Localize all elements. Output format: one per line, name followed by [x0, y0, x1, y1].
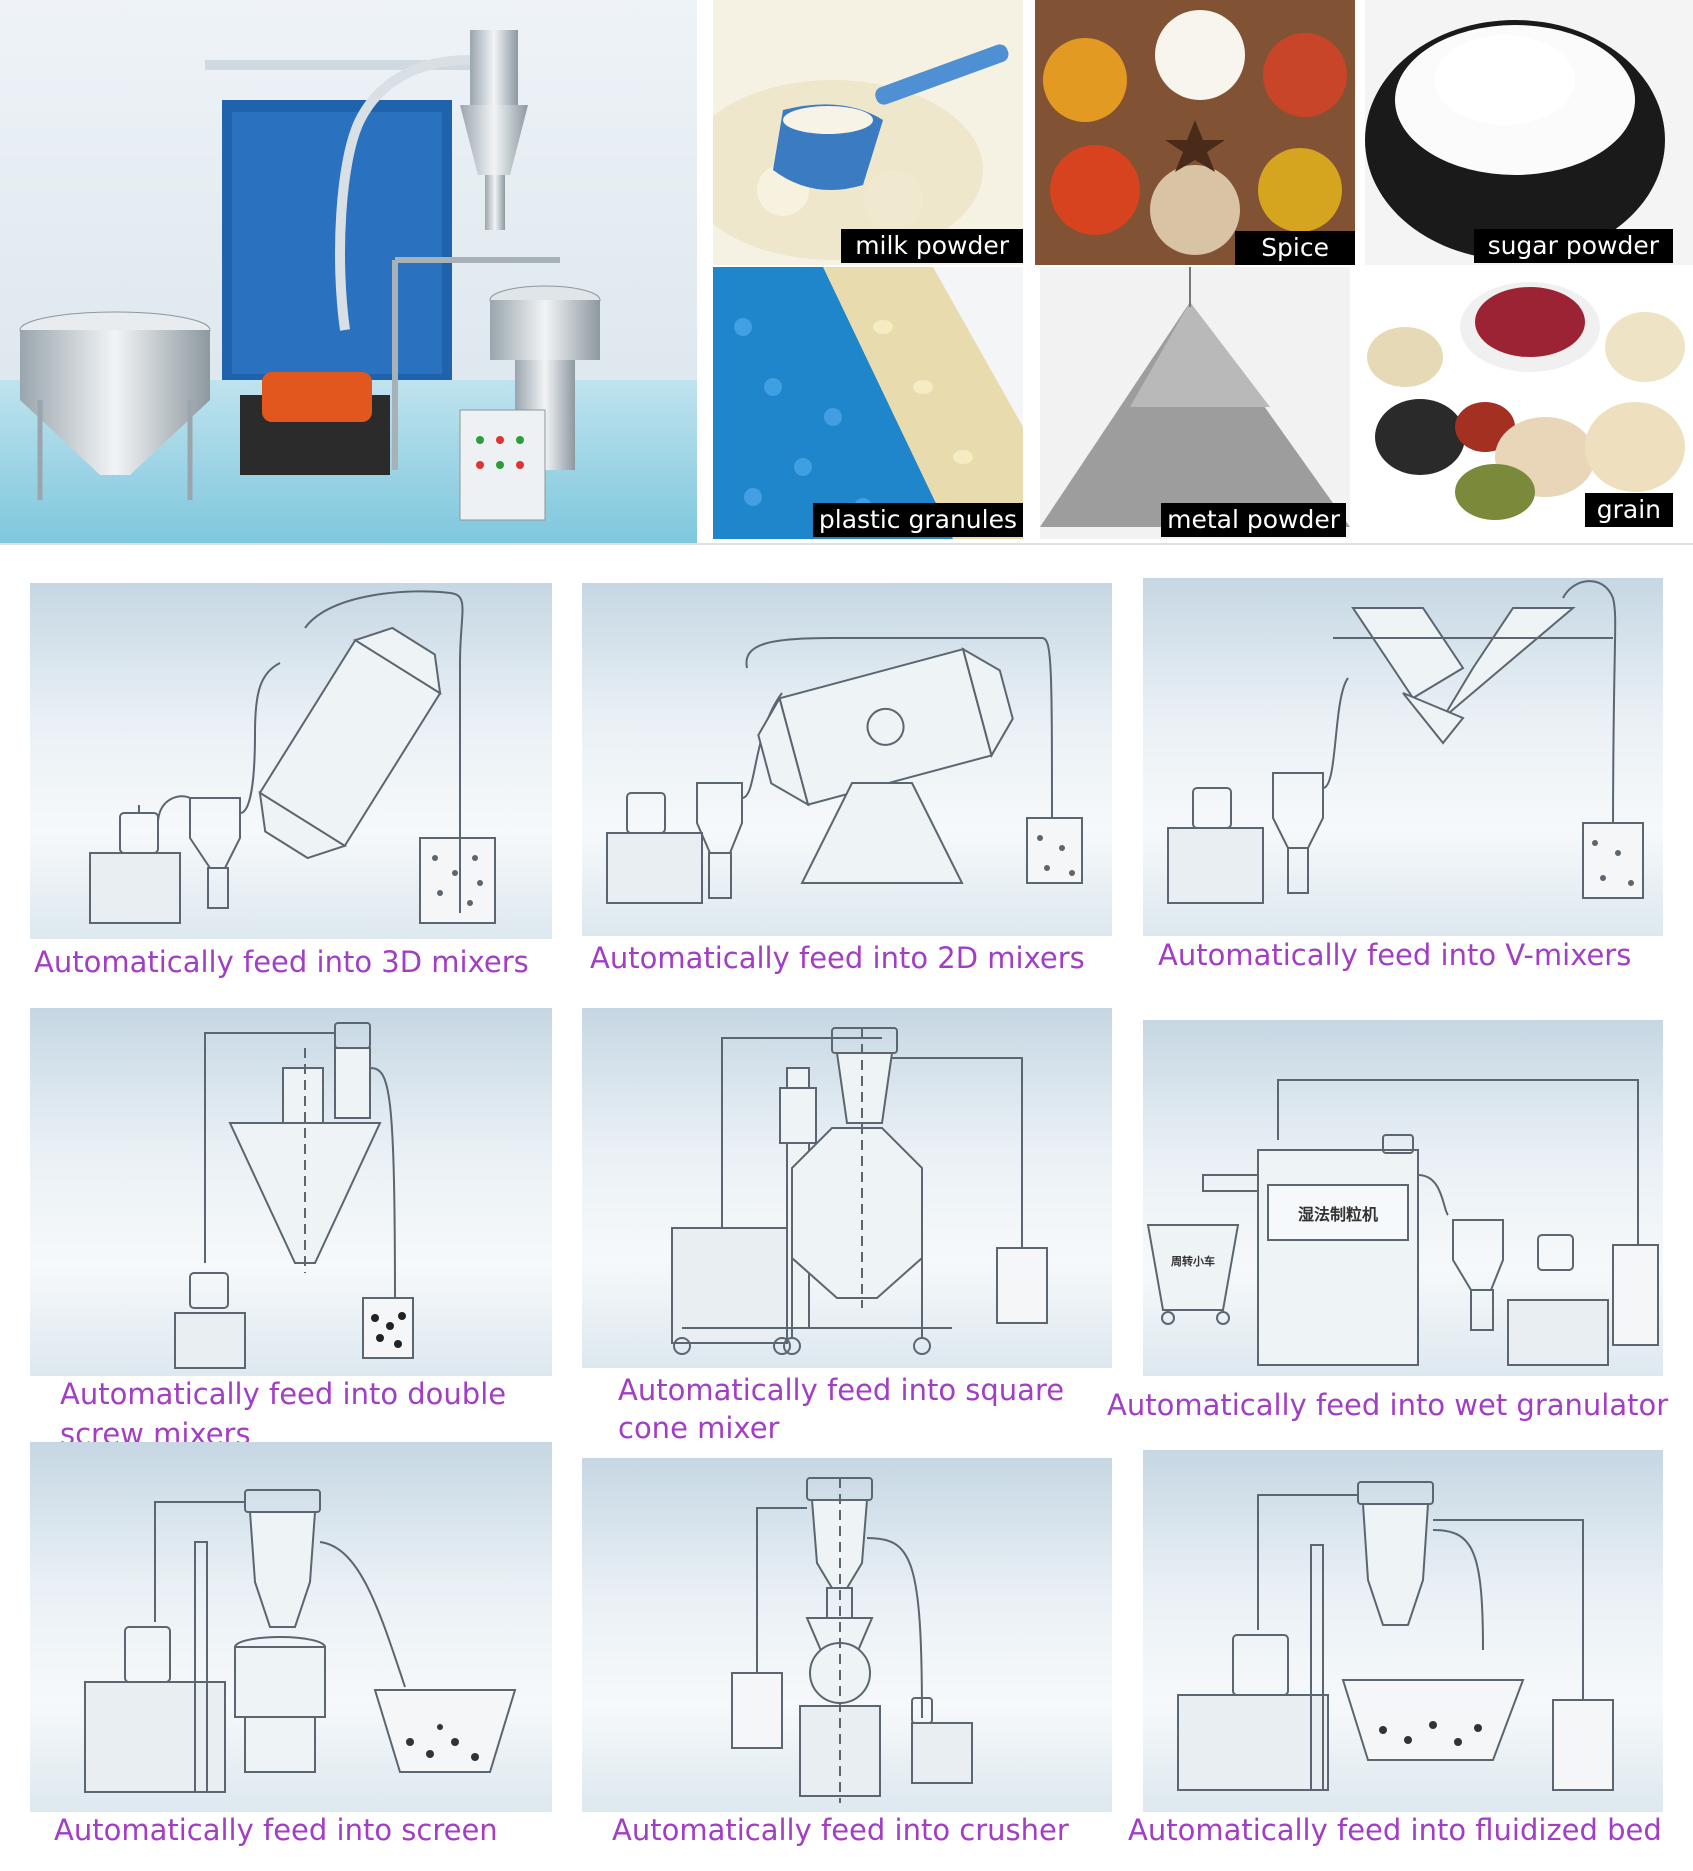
- diagram-wet-granulator: 湿法制粒机 周转小车: [1143, 1020, 1663, 1376]
- grain-photo: grain: [1365, 267, 1693, 539]
- milk-powder-photo: milk powder: [713, 0, 1023, 265]
- factory-photo: [0, 0, 697, 543]
- photo-caption: grain: [1584, 493, 1673, 527]
- plastic-granules-photo: plastic granules: [713, 267, 1023, 539]
- diagram-2d-mixer: [582, 583, 1112, 936]
- application-label: Automatically feed into V-mixers: [1158, 938, 1632, 972]
- application-label: Automatically feed into 3D mixers: [34, 945, 529, 979]
- photo-caption: metal powder: [1161, 503, 1346, 537]
- diagram-v-mixer: [1143, 578, 1663, 936]
- application-label: Automatically feed into square cone mixe…: [618, 1373, 1065, 1445]
- diagram-crusher: [582, 1458, 1112, 1812]
- sugar-powder-photo: sugar powder: [1365, 0, 1693, 265]
- photo-caption: sugar powder: [1473, 229, 1673, 263]
- granulator-nameplate: 湿法制粒机: [1297, 1205, 1378, 1224]
- diagram-screen: [30, 1442, 552, 1812]
- application-label: Automatically feed into crusher: [612, 1813, 1069, 1847]
- cart-nameplate: 周转小车: [1171, 1254, 1215, 1268]
- diagram-3d-mixer: [30, 583, 552, 939]
- application-label: Automatically feed into wet granulator: [1107, 1388, 1669, 1422]
- application-label: Automatically feed into 2D mixers: [590, 941, 1085, 975]
- spice-photo: Spice: [1035, 0, 1355, 265]
- photo-caption: Spice: [1235, 231, 1355, 265]
- photo-caption: plastic granules: [812, 503, 1023, 537]
- diagram-fluidized-bed: [1143, 1450, 1663, 1812]
- application-label: Automatically feed into fluidized bed: [1128, 1813, 1662, 1847]
- application-label: Automatically feed into screen: [54, 1813, 498, 1847]
- metal-powder-photo: metal powder: [1040, 267, 1350, 539]
- section-divider: [0, 543, 1693, 545]
- diagram-square-cone-mixer: [582, 1008, 1112, 1368]
- diagram-double-screw-mixer: [30, 1008, 552, 1376]
- photo-caption: milk powder: [841, 229, 1023, 263]
